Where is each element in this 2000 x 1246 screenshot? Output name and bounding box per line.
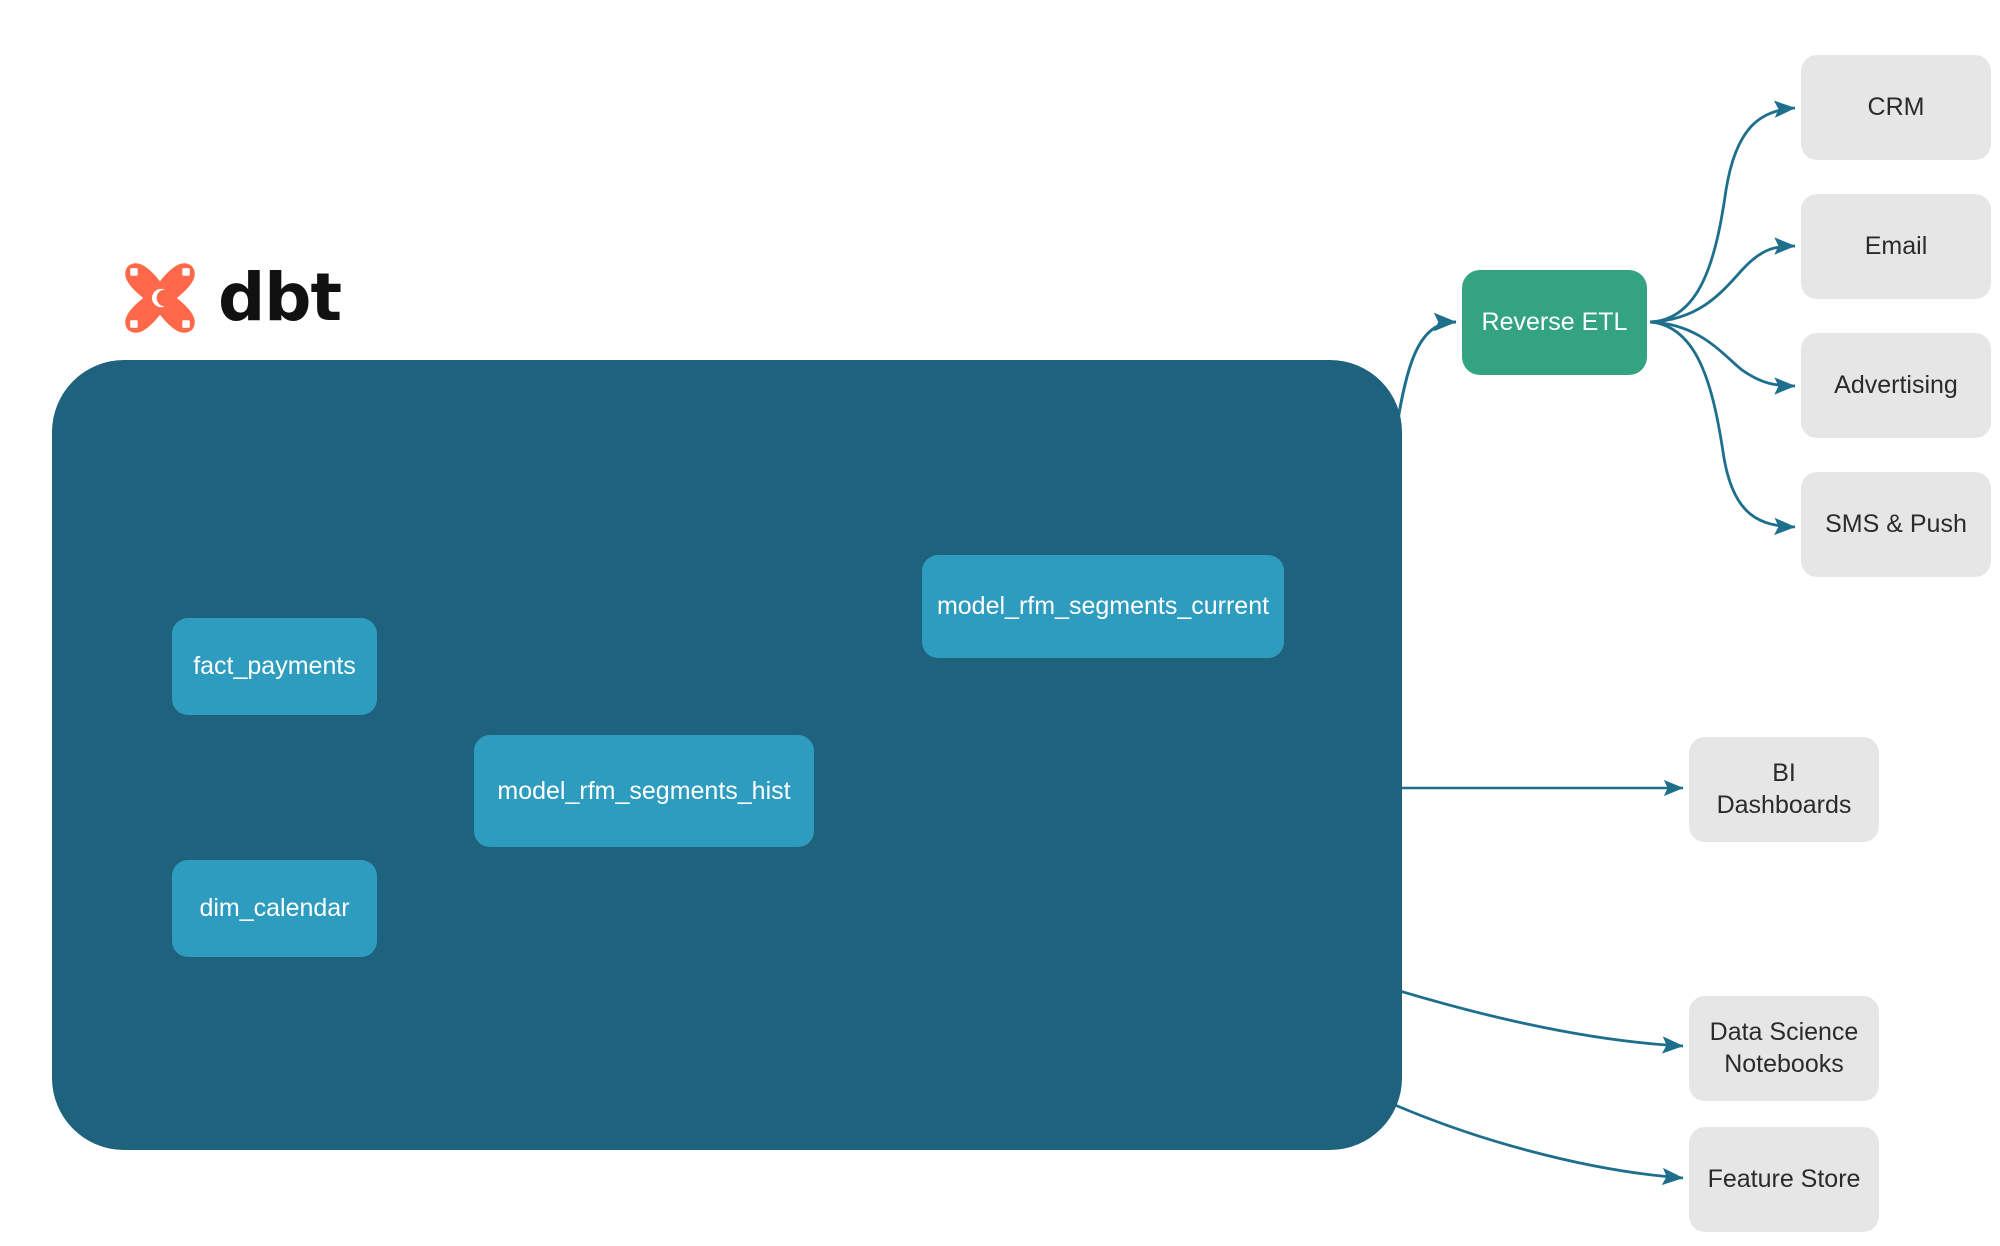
dbt-mark-icon [125, 263, 195, 333]
node-feature-store[interactable]: Feature Store [1689, 1127, 1879, 1232]
node-data-science-notebooks-line2: Notebooks [1724, 1049, 1844, 1078]
node-dim-calendar[interactable]: dim_calendar [172, 860, 377, 957]
dbt-wordmark: dbt [218, 259, 342, 336]
edge-reverse-etl-to-crm [1649, 100, 1796, 324]
edge-reverse-etl-to-email [1649, 237, 1796, 324]
node-feature-store-label: Feature Store [1707, 1164, 1861, 1193]
edge-reverse-etl-to-advertising [1649, 320, 1796, 395]
node-fact-payments-label: fact_payments [193, 652, 356, 680]
node-email[interactable]: Email [1801, 194, 1991, 299]
node-sms-push-label: SMS & Push [1825, 509, 1967, 538]
node-model-rfm-segments-hist[interactable]: model_rfm_segments_hist [474, 735, 814, 847]
node-data-science-notebooks-line1: Data Science [1709, 1018, 1859, 1047]
node-advertising-label: Advertising [1834, 370, 1958, 399]
node-reverse-etl-label: Reverse ETL [1481, 308, 1628, 336]
node-bi-dashboards[interactable]: BI Dashboards [1689, 737, 1879, 842]
node-data-science-notebooks[interactable]: Data Science Notebooks [1689, 996, 1879, 1101]
node-fact-payments[interactable]: fact_payments [172, 618, 377, 715]
node-bi-dashboards-label: BI Dashboards [1716, 759, 1852, 819]
node-dim-calendar-label: dim_calendar [199, 894, 350, 922]
node-advertising[interactable]: Advertising [1801, 333, 1991, 438]
node-model-rfm-segments-current[interactable]: model_rfm_segments_current [922, 555, 1284, 658]
node-data-science-notebooks-label: Data Science Notebooks [1710, 1017, 1859, 1080]
node-email-label: Email [1864, 231, 1928, 260]
edge-reverse-etl-to-sms-push [1649, 320, 1796, 536]
node-crm[interactable]: CRM [1801, 55, 1991, 160]
node-reverse-etl[interactable]: Reverse ETL [1462, 270, 1647, 375]
node-sms-push[interactable]: SMS & Push [1801, 472, 1991, 577]
node-model-rfm-segments-hist-label: model_rfm_segments_hist [497, 776, 791, 805]
node-crm-label: CRM [1867, 92, 1925, 121]
node-model-rfm-segments-current-label: model_rfm_segments_current [936, 592, 1270, 620]
dbt-logo: dbt [118, 256, 342, 340]
